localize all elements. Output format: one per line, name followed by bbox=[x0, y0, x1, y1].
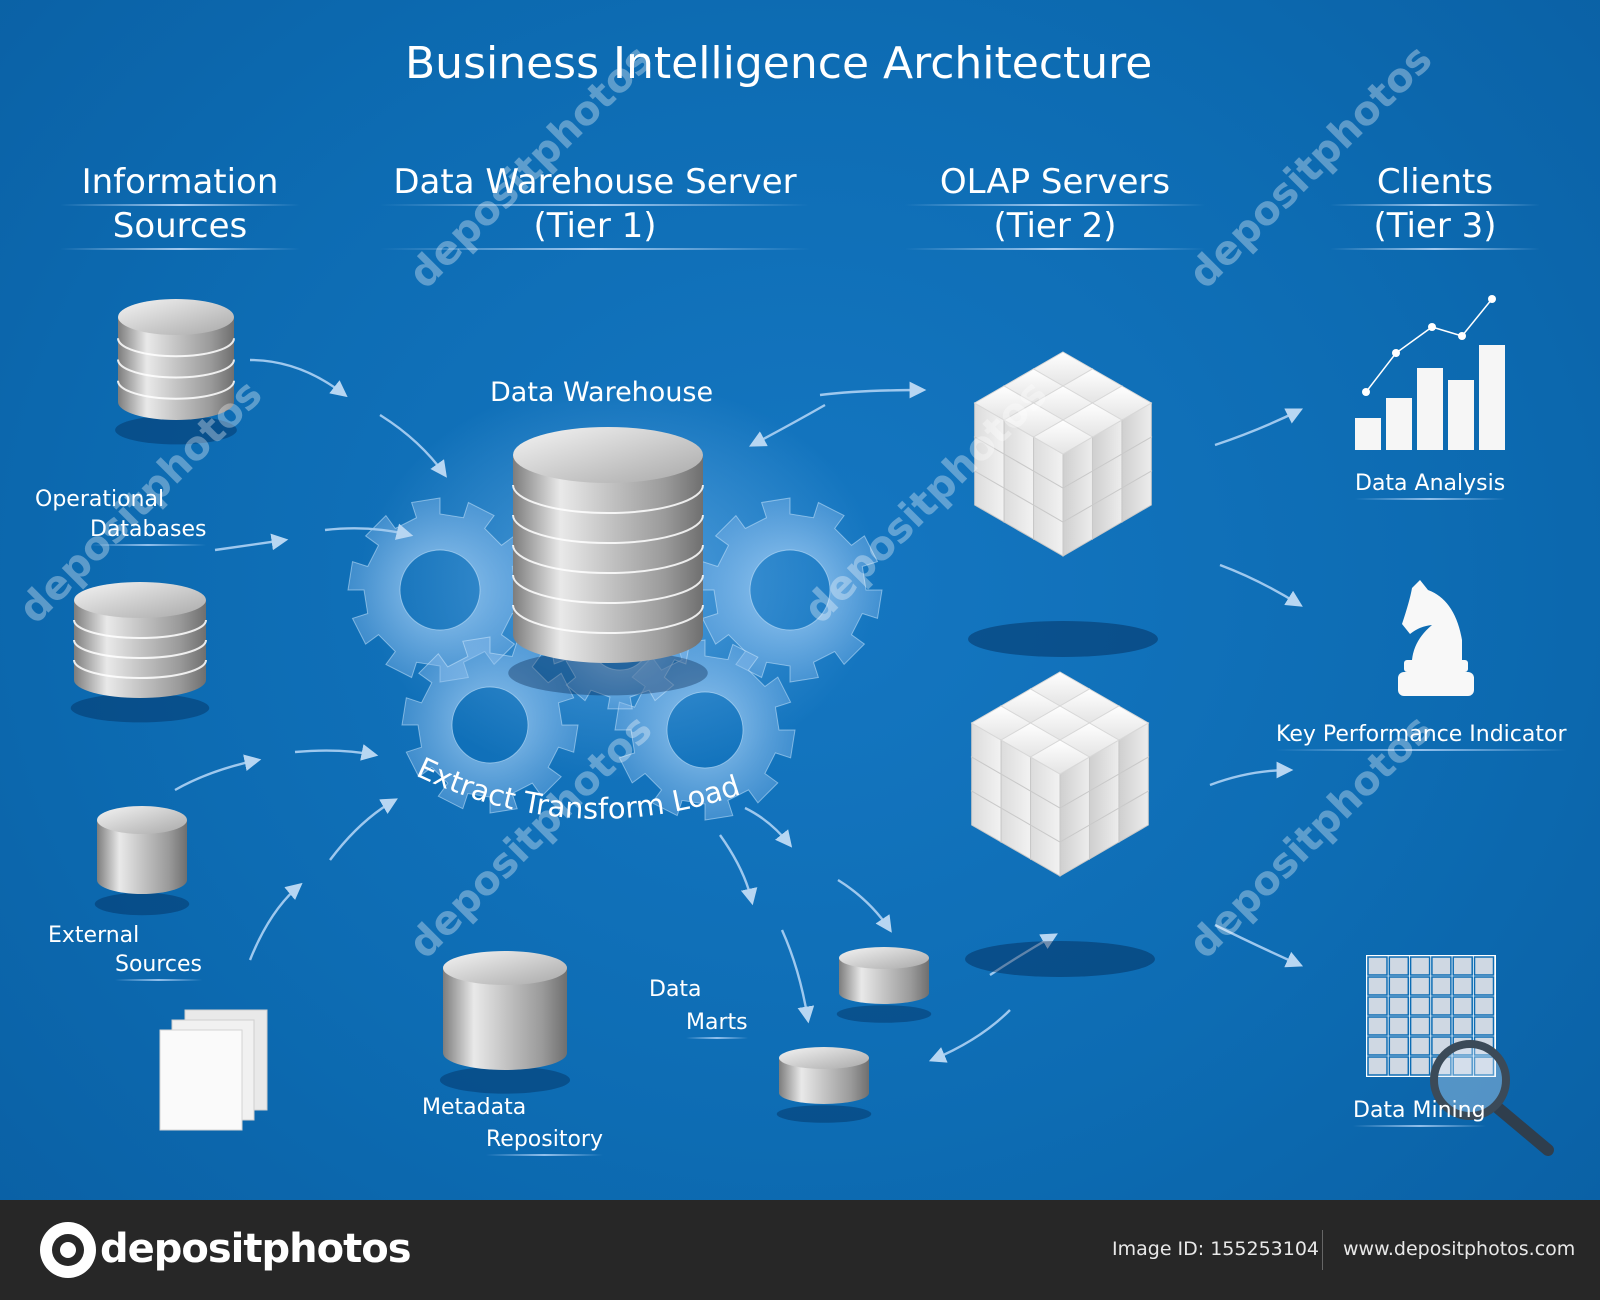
label-underline bbox=[1276, 749, 1567, 751]
olap-cube-icon-1 bbox=[968, 351, 1158, 657]
arrow-ext3-to-etl bbox=[248, 882, 303, 961]
header-underline bbox=[905, 204, 1205, 206]
arrow-op1-to-etl bbox=[249, 358, 348, 398]
arrow-ext1-to-etl bbox=[294, 744, 379, 761]
etl-gears-icon bbox=[347, 497, 883, 821]
label-data: Data bbox=[649, 977, 702, 1002]
header-tier3-line2: (Tier 3) bbox=[1373, 206, 1497, 246]
header-tier3-line1: Clients bbox=[1376, 162, 1494, 202]
arrow-op1b-to-etl bbox=[379, 413, 447, 478]
label-underline bbox=[1355, 498, 1506, 500]
label-databases: Databases bbox=[90, 517, 207, 546]
footer-bar: depositphotos Image ID: 155253104 www.de… bbox=[0, 1200, 1600, 1300]
arrow-ext1 bbox=[174, 754, 262, 792]
header-underline bbox=[60, 204, 300, 206]
arrow-etl-to-marts2 bbox=[719, 834, 758, 906]
arrow-olap-to-dw bbox=[749, 403, 826, 447]
label-marts: Marts bbox=[686, 1010, 748, 1039]
label-underline bbox=[686, 1037, 748, 1039]
label-marts-text: Marts bbox=[686, 1010, 748, 1035]
arrow-olap-to-kpi bbox=[1219, 563, 1303, 607]
label-underline bbox=[115, 979, 203, 981]
header-underline bbox=[380, 204, 810, 206]
footer-site-link[interactable]: www.depositphotos.com bbox=[1343, 1238, 1576, 1260]
label-external-sources: Sources bbox=[115, 952, 203, 981]
arrow-olap-to-mart bbox=[928, 1009, 1011, 1063]
arrow-mart-to-olap bbox=[989, 933, 1058, 976]
header-tier2-line1: OLAP Servers bbox=[939, 162, 1171, 202]
arrow-etl-to-marts1 bbox=[744, 806, 793, 848]
arrow-to-mart2 bbox=[780, 929, 815, 1024]
arrow-dw-to-olap bbox=[819, 381, 927, 399]
label-external-sources-text: Sources bbox=[115, 952, 203, 977]
label-data-mining: Data Mining bbox=[1353, 1098, 1486, 1127]
header-tier2-line2: (Tier 2) bbox=[993, 206, 1117, 246]
label-data-warehouse-text: Data Warehouse bbox=[490, 377, 714, 408]
header-tier3: Clients (Tier 3) bbox=[1330, 162, 1540, 250]
label-underline bbox=[486, 1154, 603, 1156]
header-sources-line1: Information bbox=[81, 162, 279, 202]
label-kpi-text: Key Performance Indicator bbox=[1276, 722, 1567, 747]
header-underline bbox=[905, 248, 1205, 250]
chess-knight-icon bbox=[1398, 580, 1474, 696]
label-operational: Operational bbox=[35, 487, 165, 512]
flow-arrows bbox=[174, 358, 1304, 1063]
header-information-sources: Information Sources bbox=[60, 162, 300, 250]
label-data-warehouse: Data Warehouse bbox=[490, 377, 713, 408]
label-databases-text: Databases bbox=[90, 517, 207, 542]
bar-chart-icon bbox=[1355, 295, 1505, 450]
header-underline bbox=[1330, 248, 1540, 250]
data-grid-magnifier-icon bbox=[1366, 955, 1554, 1156]
arrow-olap2-to-kpi bbox=[1209, 761, 1294, 787]
label-external: External bbox=[48, 923, 140, 948]
label-data-analysis-text: Data Analysis bbox=[1355, 471, 1506, 496]
header-tier1-line1: Data Warehouse Server bbox=[393, 162, 797, 202]
olap-cube-icon-2 bbox=[965, 671, 1155, 977]
page-title: Business Intelligence Architecture bbox=[405, 38, 1153, 89]
label-repository-text: Repository bbox=[486, 1127, 603, 1152]
label-underline bbox=[90, 544, 207, 546]
header-underline bbox=[1330, 204, 1540, 206]
label-repository: Repository bbox=[486, 1127, 603, 1156]
arrow-to-mart1 bbox=[837, 878, 892, 933]
header-tier2: OLAP Servers (Tier 2) bbox=[905, 162, 1205, 250]
header-sources-line2: Sources bbox=[112, 206, 248, 246]
header-underline bbox=[60, 248, 300, 250]
diagram-graphics: Extract Transform Load bbox=[70, 295, 1554, 1156]
header-tier1-line2: (Tier 1) bbox=[533, 206, 657, 246]
label-metadata: Metadata bbox=[422, 1095, 527, 1120]
header-underline bbox=[380, 248, 810, 250]
footer-brand[interactable]: depositphotos bbox=[100, 1226, 412, 1272]
camera-logo-icon bbox=[40, 1222, 96, 1278]
label-kpi: Key Performance Indicator bbox=[1276, 722, 1567, 751]
arrow-ext2-to-etl bbox=[329, 798, 398, 861]
documents-icon bbox=[159, 1009, 268, 1131]
label-underline bbox=[1353, 1125, 1486, 1127]
arrow-op2-to-etl bbox=[214, 533, 289, 552]
arrow-olap-to-analysis bbox=[1214, 408, 1304, 447]
arrow-olap2-to-mining bbox=[1214, 923, 1304, 968]
footer-image-id: Image ID: 155253104 bbox=[1112, 1238, 1320, 1260]
label-data-analysis: Data Analysis bbox=[1355, 471, 1506, 500]
arrow-op-to-etl bbox=[324, 523, 414, 540]
database-cylinders bbox=[70, 299, 932, 1123]
header-tier1: Data Warehouse Server (Tier 1) bbox=[380, 162, 810, 250]
footer-separator bbox=[1322, 1230, 1323, 1270]
label-data-mining-text: Data Mining bbox=[1353, 1098, 1486, 1123]
